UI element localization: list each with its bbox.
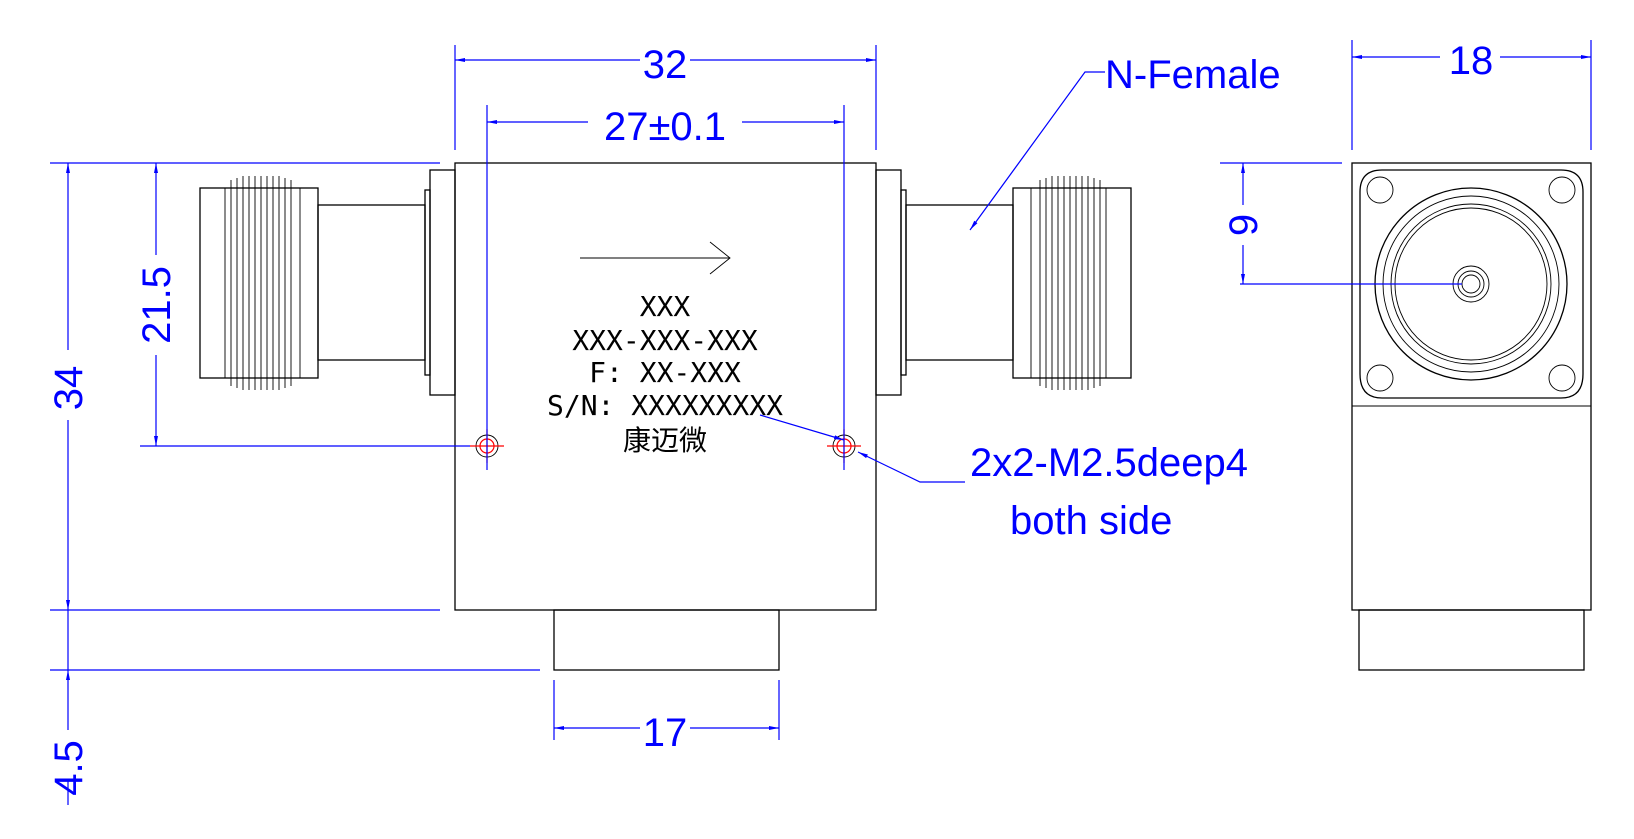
side-hole-br (1548, 364, 1576, 392)
label-line-2: XXX-XXX-XXX (572, 324, 758, 357)
label-line-3: F: XX-XXX (589, 356, 741, 389)
side-bottom-tab (1358, 609, 1585, 671)
left-thread (230, 176, 292, 390)
right-flange (875, 169, 907, 396)
dim-side-center-offset: 9 (1222, 214, 1266, 236)
label-line-5: 康迈微 (623, 424, 707, 457)
side-view (1351, 162, 1592, 671)
front-view: XXX XXX-XXX-XXX F: XX-XXX S/N: XXXXXXXXX… (199, 162, 1132, 671)
callout-connector: N-Female (1105, 53, 1281, 97)
side-hole-tl (1366, 176, 1394, 204)
label-line-4: S/N: XXXXXXXXX (547, 389, 783, 422)
dim-bottom-tab-height: 4.5 (47, 740, 91, 796)
body-label: XXX XXX-XXX-XXX F: XX-XXX S/N: XXXXXXXXX… (547, 290, 783, 457)
label-line-1: XXX (640, 290, 691, 323)
side-hole-bl (1366, 364, 1394, 392)
side-body (1351, 162, 1592, 611)
dim-side-width: 18 (1449, 39, 1494, 83)
side-dimensions: 18 9 (1220, 39, 1592, 285)
callout-holes-line-1: 2x2-M2.5deep4 (970, 441, 1248, 485)
direction-arrow-icon (580, 241, 731, 275)
side-flange (1359, 169, 1584, 399)
callout-holes-line-2: both side (1010, 499, 1172, 543)
dim-height-overall: 34 (47, 366, 91, 411)
callouts: N-Female 2x2-M2.5deep4 both side (759, 53, 1281, 543)
dim-bottom-tab-width: 17 (643, 711, 688, 755)
right-connector (905, 176, 1132, 390)
left-flange (424, 169, 456, 396)
dim-width-overall: 32 (643, 43, 688, 87)
right-thread (1039, 176, 1101, 390)
left-connector (199, 176, 426, 390)
dim-hole-spacing: 27±0.1 (604, 105, 726, 149)
dim-connector-center-height: 21.5 (135, 266, 179, 344)
front-dimensions: 32 27±0.1 34 21.5 4.5 17 (47, 43, 877, 805)
bottom-tab (553, 609, 780, 671)
side-hole-tr (1548, 176, 1576, 204)
